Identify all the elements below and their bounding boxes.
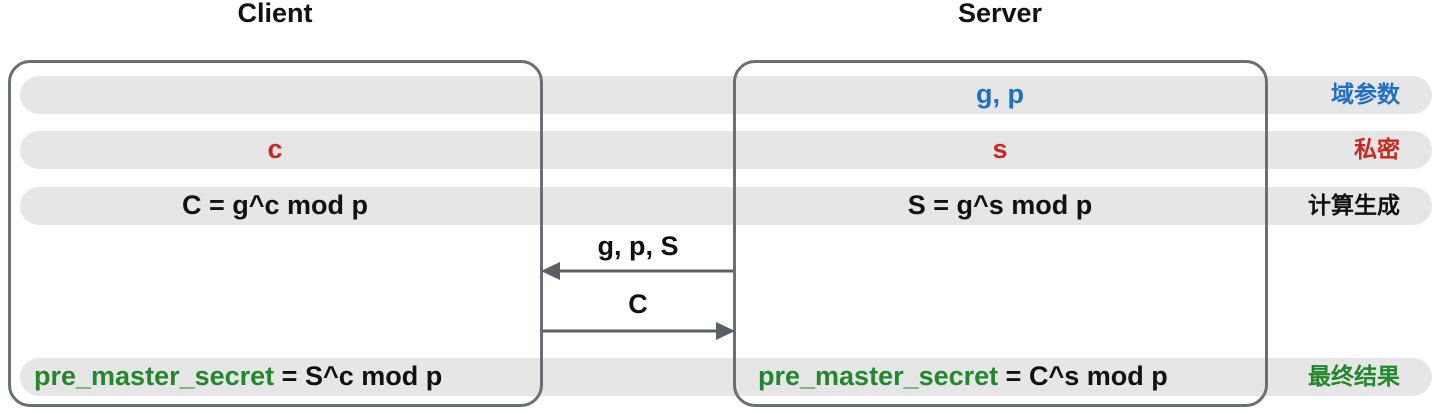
client-private-key: c	[267, 134, 283, 164]
label-computed: 计算生成	[1308, 193, 1400, 219]
label-domain-params: 域参数	[1331, 82, 1400, 108]
client-secret-name: pre_master_secret	[34, 361, 275, 391]
client-public-value: C = g^c mod p	[181, 190, 369, 220]
row-band-private-key	[20, 131, 1432, 169]
client-title: Client	[237, 0, 313, 28]
server-secret-name: pre_master_secret	[758, 361, 999, 391]
client-box	[8, 60, 543, 407]
client-secret-rest: = S^c mod p	[274, 361, 443, 391]
server-domain-params: g, p	[976, 79, 1024, 109]
server-private-key: s	[992, 134, 1008, 164]
client-final-formula: pre_master_secret = S^c mod p	[34, 363, 442, 390]
label-final: 最终结果	[1308, 364, 1400, 390]
message-client-to-server: C	[628, 289, 648, 319]
server-box	[733, 60, 1268, 407]
server-public-value: S = g^s mod p	[907, 190, 1093, 220]
row-band-domain-params	[20, 76, 1432, 114]
row-band-final	[20, 358, 1432, 396]
message-server-to-client: g, p, S	[597, 231, 679, 261]
server-title: Server	[957, 0, 1043, 28]
server-final-formula: pre_master_secret = C^s mod p	[758, 363, 1168, 390]
server-secret-rest: = C^s mod p	[998, 361, 1168, 391]
row-band-computed	[20, 187, 1432, 225]
arrow-server-to-client-head	[541, 262, 560, 280]
arrow-client-to-server-head	[716, 322, 735, 340]
label-private-key: 私密	[1354, 137, 1400, 163]
